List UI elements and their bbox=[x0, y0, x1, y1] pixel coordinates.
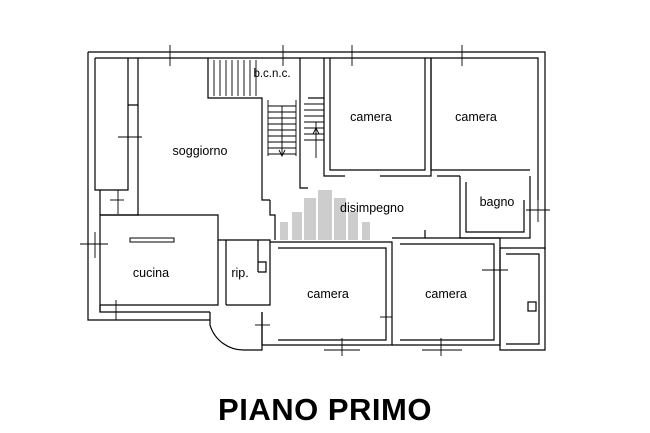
room-label-camera-bottom-right: camera bbox=[425, 287, 467, 301]
kitchen-counter bbox=[129, 237, 175, 243]
room-label-rip: rip. bbox=[231, 266, 248, 280]
room-label-disimpegno: disimpegno bbox=[340, 201, 404, 215]
room-label-camera-top-left: camera bbox=[350, 110, 392, 124]
room-label-camera-bottom-left: camera bbox=[307, 287, 349, 301]
room-label-cucina: cucina bbox=[133, 266, 169, 280]
plan-title: PIANO PRIMO bbox=[218, 392, 432, 427]
room-label-bcnc: b.c.n.c. bbox=[253, 68, 290, 80]
room-label-bagno: bagno bbox=[480, 195, 515, 209]
stair-arrows bbox=[278, 126, 320, 158]
room-label-soggiorno: soggiorno bbox=[173, 144, 228, 158]
windows bbox=[80, 45, 550, 356]
watermark-logo bbox=[280, 190, 370, 240]
staircase bbox=[213, 60, 324, 158]
wall-lines bbox=[87, 51, 546, 351]
room-label-camera-top-right: camera bbox=[455, 110, 497, 124]
